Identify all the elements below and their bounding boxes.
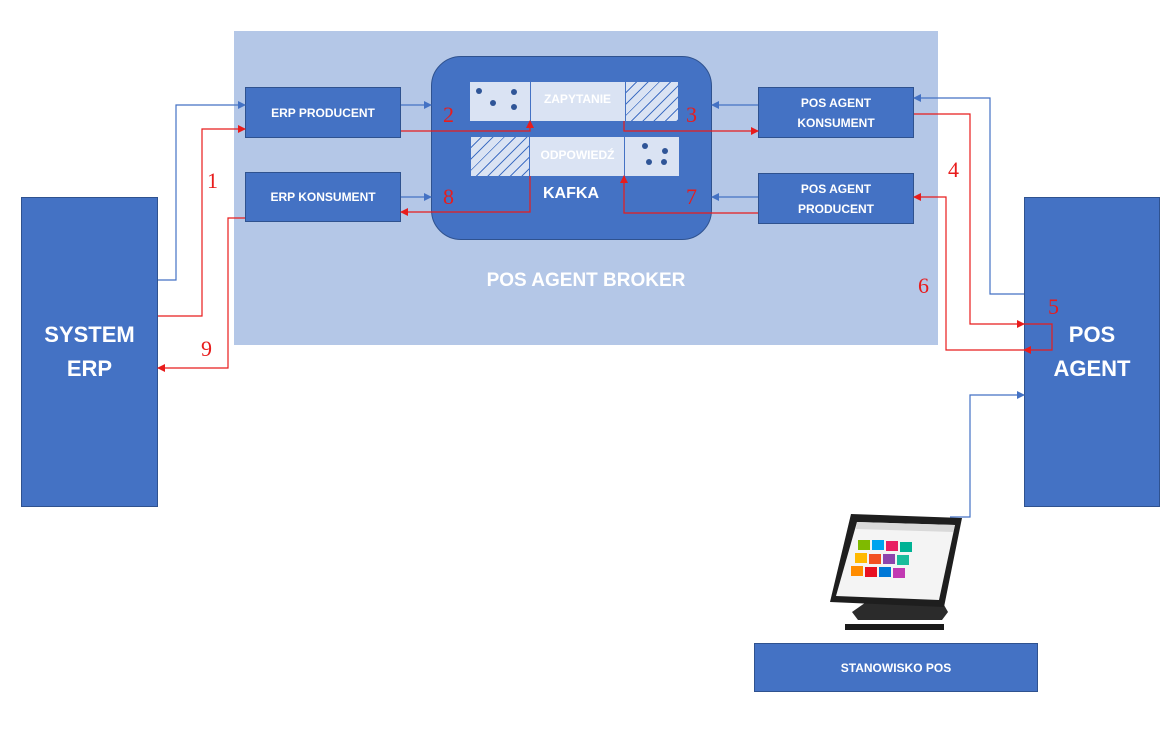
step-number-5: 5 — [1048, 294, 1059, 319]
queue-divider — [624, 137, 625, 176]
response-queue-processed-slot — [470, 137, 530, 176]
step-number-7: 7 — [686, 184, 697, 209]
broker-label: POS AGENT BROKER — [486, 270, 686, 291]
pos-agent-konsument-box: POS AGENT KONSUMENT — [758, 87, 914, 138]
pos-agent-konsument-label-line2: KONSUMENT — [797, 115, 875, 130]
pos-agent-label-line2: AGENT — [1053, 356, 1131, 381]
request-queue-processed-slot — [625, 82, 679, 121]
pos-agent-to-konsument-arrow — [913, 94, 1024, 295]
kafka-label: KAFKA — [543, 185, 599, 202]
system-erp-box: SYSTEM ERP — [21, 197, 158, 507]
step-number-2: 2 — [443, 102, 454, 127]
step-7-arrow — [620, 175, 758, 214]
system-erp-label-line2: ERP — [66, 356, 113, 381]
message-dot — [646, 159, 652, 165]
message-dot — [662, 148, 668, 154]
erp-producent-box: ERP PRODUCENT — [245, 87, 401, 138]
erp-producent-label: ERP PRODUCENT — [271, 105, 375, 120]
system-erp-label-line1: SYSTEM — [44, 322, 135, 347]
step-4-arrow — [914, 113, 1025, 328]
pos-agent-producent-label-line1: POS AGENT — [800, 181, 872, 196]
step-6-arrow — [913, 193, 1024, 351]
message-dot — [511, 104, 517, 110]
erp-konsument-label: ERP KONSUMENT — [270, 190, 376, 204]
pos-agent-box: POS AGENT — [1024, 197, 1160, 507]
erp-konsument-box: ERP KONSUMENT — [245, 172, 401, 222]
step-1-arrow — [158, 125, 246, 317]
pos-agent-konsument-label-line1: POS AGENT — [800, 95, 872, 110]
pos-agent-producent-label-line2: PRODUCENT — [797, 201, 874, 216]
stanowisko-pos-box: STANOWISKO POS — [754, 643, 1038, 692]
step-8-arrow — [400, 176, 531, 216]
step-3-arrow — [623, 121, 759, 135]
step-number-6: 6 — [918, 273, 929, 298]
request-queue-label: ZAPYTANIE — [543, 92, 612, 106]
message-dot — [476, 88, 482, 94]
step-number-3: 3 — [686, 102, 697, 127]
message-dot — [642, 143, 648, 149]
response-queue-label: ODPOWIEDŹ — [540, 148, 615, 162]
step-9-arrow — [157, 217, 245, 372]
step-2-arrow — [401, 120, 534, 132]
stanowisko-pos-label: STANOWISKO POS — [840, 660, 952, 675]
step-number-9: 9 — [201, 336, 212, 361]
step-number-8: 8 — [443, 184, 454, 209]
queue-divider — [530, 82, 531, 121]
step-number-4: 4 — [948, 157, 959, 182]
workstation-to-pos-agent-arrow — [950, 391, 1025, 518]
pos-agent-label-line1: POS — [1068, 322, 1116, 347]
step-5-arrow — [1023, 323, 1053, 354]
step-number-1: 1 — [207, 168, 218, 193]
message-dot — [490, 100, 496, 106]
message-dot — [511, 89, 517, 95]
erp-to-producent-arrow — [158, 101, 246, 281]
pos-agent-producent-box: POS AGENT PRODUCENT — [758, 173, 914, 224]
message-dot — [661, 159, 667, 165]
